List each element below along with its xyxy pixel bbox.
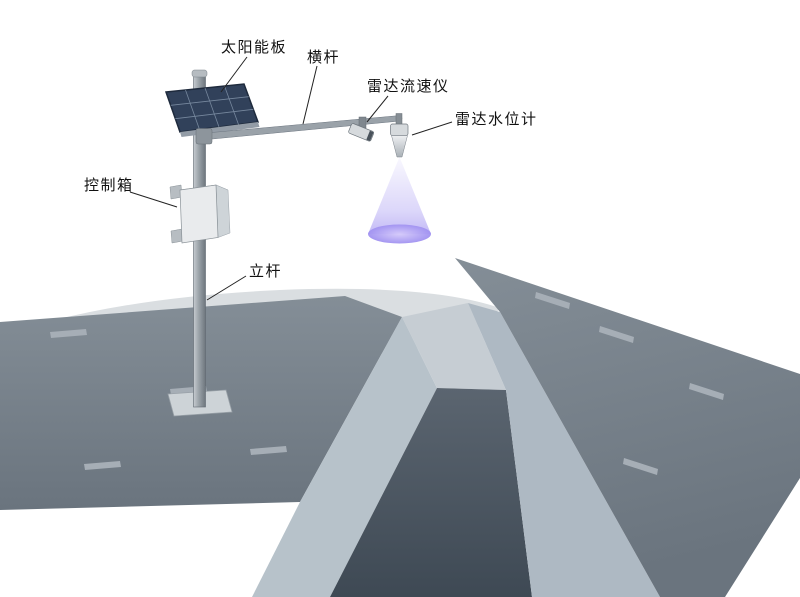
label-radar-velocimeter: 雷达流速仪 [367,78,450,95]
control-box-front-face [179,184,219,244]
right-bank-joint-marks [535,292,724,475]
label-pole: 立杆 [249,263,282,280]
channel-right-slope [468,303,660,597]
joint-mark [250,446,287,455]
radar-velocimeter-device [348,123,374,142]
leader-radar-level-gauge [411,121,453,136]
radar-velocimeter-aperture [366,130,374,142]
label-solar-panel: 太阳能板 [221,38,287,56]
solar-panel-grid [170,85,254,130]
radar-level-gauge-body [390,123,409,136]
channel-floor [330,388,532,597]
right-bank [455,258,800,597]
channel-head-slope [402,303,506,390]
leader-solar-panel [220,56,248,93]
leader-control-box [129,191,178,208]
channel-left-slope [252,317,437,597]
joint-mark [599,326,634,343]
label-crossbar: 横杆 [307,49,340,66]
joint-mark [50,329,87,338]
label-radar-level-gauge: 雷达水位计 [455,111,538,128]
control-box-side-face [215,184,231,238]
crossbar-pole-clamp [195,128,213,145]
radar-velocimeter-body [348,123,374,142]
leader-radar-velocimeter [366,95,389,123]
label-control-box: 控制箱 [84,177,134,194]
joint-mark [689,383,724,400]
radar-level-gauge-horn [391,135,408,158]
joint-mark [623,458,658,475]
radar-beam-spot [368,224,431,244]
leader-pole [206,275,247,301]
radar-beam-cone [368,157,431,234]
joint-mark [535,292,570,309]
control-box-mount-tab-bottom [170,228,184,244]
leader-crossbar [302,65,318,125]
pole-cap [191,69,208,78]
joint-mark [84,461,121,470]
